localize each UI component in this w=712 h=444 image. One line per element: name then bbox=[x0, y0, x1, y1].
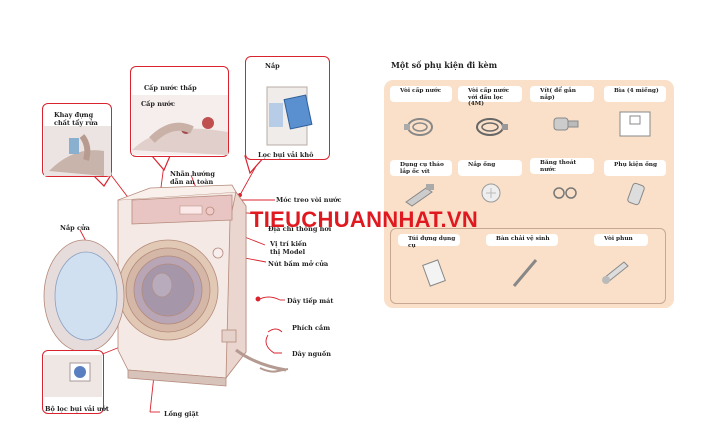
wet-filter-callout bbox=[42, 350, 104, 414]
lid-filter-callout bbox=[245, 56, 330, 160]
lid-label: Nắp bbox=[265, 62, 280, 70]
accessory-label: Phụ kiện ống bbox=[614, 162, 658, 168]
lint-filter-photo bbox=[247, 67, 329, 153]
accessory-item: Túi đựng dụng cụ bbox=[398, 234, 460, 249]
accessory-label: Nắp ống bbox=[468, 162, 496, 168]
accessory-label: Vòi phun bbox=[604, 236, 633, 242]
nozzle-icon bbox=[602, 261, 629, 284]
detergent-tray-callout bbox=[42, 103, 112, 177]
accessory-label: Túi đựng dụng cụ bbox=[408, 236, 456, 249]
pipe-cap-icon bbox=[481, 183, 501, 203]
tool-bag-icon bbox=[422, 259, 446, 287]
accessory-item: Vòi cấp nước bbox=[390, 86, 452, 102]
accessory-item: Nắp ống bbox=[458, 160, 522, 176]
power-cord-label: Dây nguồn bbox=[292, 350, 331, 358]
hose-coil-icon bbox=[404, 118, 433, 136]
ground-wire-label: Dây tiếp mát bbox=[287, 297, 334, 305]
detergent-tray-photo bbox=[44, 126, 111, 176]
cover-sheet-icon bbox=[619, 111, 651, 137]
accessory-label: Vòi cấp nước với đầu lọc (4M) bbox=[468, 88, 510, 107]
accessory-item: Vòi phun bbox=[594, 234, 648, 246]
hose-filter-icon bbox=[476, 118, 508, 136]
wet-lint-filter-label: Bộ lọc bụi vải ướt bbox=[45, 405, 109, 413]
plug-label: Phích cắm bbox=[292, 324, 331, 332]
accessory-item: Bìa (4 miếng) bbox=[604, 86, 666, 102]
door-lid-label: Nắp cửa bbox=[60, 224, 90, 232]
hose-hook-label: Móc treo vòi nước bbox=[276, 196, 342, 204]
accessory-item: Bàn chải vệ sinh bbox=[486, 234, 558, 246]
wet-filter-photo bbox=[44, 355, 102, 397]
low-water-inlet-label: Cấp nước thấp bbox=[144, 84, 197, 92]
dry-lint-filter-label: Lọc bụi vải khô bbox=[258, 151, 314, 159]
safety-label-text: Nhãn hướng dẫn an toàn bbox=[170, 170, 215, 186]
pipe-fitting-icon bbox=[627, 182, 645, 206]
door-open-button-label: Nút bấm mở cửa bbox=[268, 260, 329, 268]
accessory-item: Phụ kiện ống bbox=[604, 160, 666, 176]
accessories-subgroup bbox=[390, 228, 666, 304]
drum-label: Lồng giặt bbox=[164, 410, 199, 418]
screwdriver-tool-icon bbox=[405, 184, 434, 207]
accessory-label: Bìa (4 miếng) bbox=[614, 88, 659, 94]
accessory-item: Vòi cấp nước với đầu lọc (4M) bbox=[458, 86, 522, 107]
water-inlet-photo bbox=[132, 95, 228, 155]
model-location-label: Vị trí kiến thị Model bbox=[270, 240, 307, 256]
detergent-tray-label: Khay đựng chất tẩy rửa bbox=[54, 111, 98, 127]
drain-band-icon bbox=[553, 187, 577, 199]
accessory-label: Dụng cụ tháo lắp ốc vít bbox=[400, 162, 444, 175]
watermark-text: TIEUCHUANNHAT.VN bbox=[250, 207, 479, 232]
accessories-title: Một số phụ kiện đi kèm bbox=[391, 60, 498, 70]
water-inlet-label: Cấp nước bbox=[141, 100, 175, 108]
accessory-item: Vít( để gắn nắp) bbox=[530, 86, 594, 102]
water-inlet-callout bbox=[130, 66, 229, 157]
accessory-label: Bàn chải vệ sinh bbox=[496, 236, 550, 242]
accessory-item: Dụng cụ tháo lắp ốc vít bbox=[390, 160, 452, 176]
screw-icon bbox=[553, 117, 579, 131]
accessory-label: Băng thoát nước bbox=[540, 160, 577, 173]
accessory-label: Vòi cấp nước bbox=[400, 88, 442, 94]
vent-location-label: Địa chỉ thông hơi bbox=[268, 225, 332, 233]
brush-icon bbox=[512, 259, 538, 287]
accessory-item: Băng thoát nước bbox=[530, 158, 594, 174]
accessory-label: Vít( để gắn nắp) bbox=[540, 88, 576, 101]
